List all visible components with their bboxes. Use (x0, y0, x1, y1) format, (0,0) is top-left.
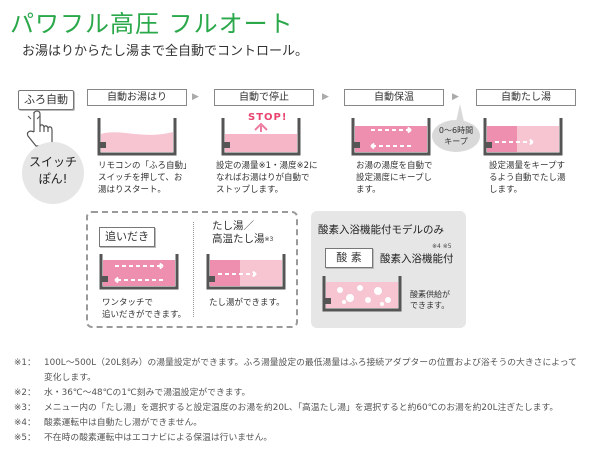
step-desc-auto-top-up: 設定湯量をキープするよう自動でたし湯します。 (489, 161, 566, 195)
footnote-1: ※1：100L〜500L（20L刻み）の湯量設定ができます。ふろ湯量設定の最低湯… (14, 358, 577, 383)
step-desc-auto-keep-warm: お湯の湯度を自動で設定湯度にキープします。 (356, 161, 433, 195)
step-label-auto-fill: 自動お湯はり (87, 89, 187, 106)
extra-functions-divider (193, 222, 194, 317)
tub-stop-icon (221, 118, 301, 156)
tub-oxygen-icon (322, 276, 402, 312)
footnote-5: ※5：不在時の酸素運転中はエコナビによる保温は行いません。 (14, 433, 273, 443)
keep-duration-bubble: 0〜6時間 キープ (432, 120, 480, 152)
oidaki-button[interactable]: 追いだき (99, 227, 155, 247)
tashiyu-desc: たし湯ができます。 (209, 298, 285, 308)
step-desc-auto-fill: リモコンの「ふろ自動」スイッチを押して、お湯はりスタート。 (98, 161, 192, 195)
oxygen-desc: 酸素供給ができます。 (410, 290, 450, 310)
step-arrow-icon: ▶ (452, 92, 459, 102)
furo-auto-button[interactable]: ふろ自動 (18, 90, 74, 110)
step-arrow-icon: ▶ (192, 92, 199, 102)
step-label-auto-stop: 自動で停止 (214, 89, 314, 106)
step-arrow-icon: ▶ (322, 92, 329, 102)
oxygen-button[interactable]: 酸 素 (325, 248, 373, 268)
stop-label: STOP! (248, 112, 288, 123)
footnote-2: ※2：水・36℃〜48℃の1℃刻みで湯温設定ができます。 (14, 388, 251, 398)
footnotes: ※1：100L〜500L（20L刻み）の湯量設定ができます。ふろ湯量設定の最低湯… (14, 356, 584, 446)
tashiyu-title: たし湯／ 高温たし湯※3 (212, 220, 274, 245)
tub-hot-top-up-icon (206, 254, 286, 290)
step-desc-auto-stop: 設定の湯量※1・湯度※2になればお湯はりが自動でストップします。 (216, 161, 318, 195)
oxygen-model-title: 酸素入浴機能付モデルのみ (318, 224, 444, 236)
tub-reheat-icon (99, 254, 179, 290)
oxygen-func-label: 酸素入浴機能付 (380, 253, 454, 265)
switch-label: スイッチ ぽん! (28, 155, 77, 186)
tub-keep-warm-icon (351, 118, 431, 156)
page-subtitle: お湯はりからたし湯まで全自動でコントロール。 (22, 44, 309, 59)
tub-top-up-icon (483, 118, 563, 156)
oidaki-desc: ワンタッチで追いだきができます。 (102, 298, 187, 320)
footnote-3: ※3：メニュー内の「たし湯」を選択すると設定温度のお湯を約20L、「高温たし湯」… (14, 403, 559, 413)
footnote-4: ※4：酸素運転中は自動たし湯ができません。 (14, 418, 203, 428)
oxygen-func-footnote: ※4 ※5 (432, 243, 452, 250)
page-title: パワフル高圧 フルオート (10, 10, 294, 38)
extra-functions-box (86, 211, 298, 328)
step-label-auto-top-up: 自動たし湯 (476, 89, 576, 106)
tub-filling-icon (97, 118, 177, 156)
bubble-pointer-icon (456, 104, 464, 122)
step-label-auto-keep-warm: 自動保温 (344, 89, 444, 106)
switch-circle (22, 142, 84, 204)
